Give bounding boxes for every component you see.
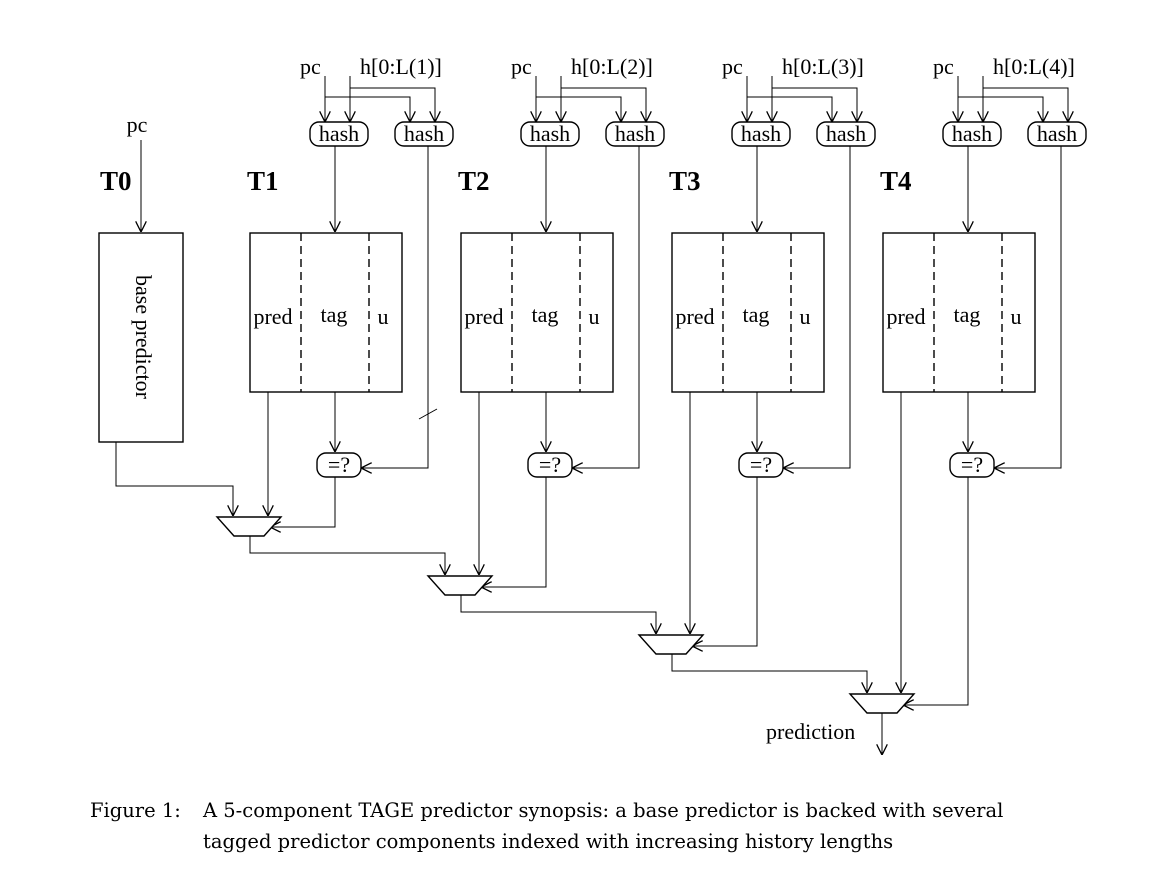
component-t1: T1 pc h[0:L(1)] hash hash pred tag u =? (215, 54, 454, 575)
t2-u-field: u (589, 304, 600, 329)
t3-history-label: h[0:L(3)] (782, 54, 864, 79)
t4-index-hash-label: hash (952, 121, 992, 146)
t3-comparator (738, 452, 784, 478)
t2-comparator (527, 452, 573, 478)
t1-mux-out-wire (249, 536, 445, 575)
t4-u-field: u (1011, 304, 1022, 329)
t4-pred-field: pred (886, 304, 925, 329)
t4-hist-branch (983, 87, 1068, 122)
t3-tag-hash-wire (783, 146, 851, 468)
t3-u-field: u (800, 304, 811, 329)
t2-history-label: h[0:L(2)] (571, 54, 653, 79)
component-title-t4: T4 (880, 166, 912, 196)
t2-comparator-label: =? (539, 452, 561, 477)
t2-hit-wire (481, 477, 547, 587)
t2-index-hash (520, 121, 580, 147)
t0-output-wire (115, 442, 233, 516)
caption-line-2: tagged predictor components indexed with… (203, 830, 893, 853)
t3-comparator-label: =? (750, 452, 772, 477)
component-title-t0: T0 (100, 166, 132, 196)
t3-mux (637, 634, 705, 655)
component-title-t1: T1 (247, 166, 279, 196)
t2-table (460, 232, 614, 393)
t1-bus-mark (418, 408, 438, 420)
t4-comparator-label: =? (961, 452, 983, 477)
figure-caption: Figure 1: A 5-component TAGE predictor s… (90, 799, 1003, 853)
t2-pc-label: pc (511, 54, 532, 79)
t4-tag-field: tag (954, 302, 981, 327)
t1-hist-branch (350, 87, 435, 122)
component-title-t2: T2 (458, 166, 490, 196)
t3-pred-field: pred (675, 304, 714, 329)
t1-pc-label: pc (300, 54, 321, 79)
base-predictor-label: base predictor (131, 275, 156, 400)
t1-u-field: u (378, 304, 389, 329)
t2-tag-hash-label: hash (615, 121, 655, 146)
t2-tag-hash (605, 121, 665, 147)
t1-mux (215, 516, 283, 537)
t4-comparator (949, 452, 995, 478)
component-t3: T3 pc h[0:L(3)] hash hash pred tag u =? (637, 54, 876, 693)
t4-pc-branch (958, 96, 1043, 122)
t2-index-hash-label: hash (530, 121, 570, 146)
base-component: T0 pc base predictor (98, 112, 233, 516)
t4-tag-hash-wire (994, 146, 1062, 468)
t2-mux-out-wire (460, 595, 656, 634)
t1-pred-field: pred (253, 304, 292, 329)
t1-table (249, 232, 403, 393)
t1-index-hash (309, 121, 369, 147)
t1-index-hash-label: hash (319, 121, 359, 146)
caption-label: Figure 1: (90, 799, 181, 822)
t2-tag-hash-wire (572, 146, 640, 468)
t1-comparator-label: =? (328, 452, 350, 477)
t4-table (882, 232, 1036, 393)
t1-pc-branch (325, 96, 410, 122)
t4-index-hash (942, 121, 1002, 147)
t3-tag-hash (816, 121, 876, 147)
t1-hit-wire (270, 477, 336, 527)
t2-pc-branch (536, 96, 621, 122)
caption-line-1: A 5-component TAGE predictor synopsis: a… (202, 799, 1003, 822)
t4-hit-wire (903, 477, 969, 705)
t4-pc-label: pc (933, 54, 954, 79)
t3-tag-field: tag (743, 302, 770, 327)
t2-pred-field: pred (464, 304, 503, 329)
t3-tag-hash-label: hash (826, 121, 866, 146)
t3-hit-wire (692, 477, 758, 646)
t3-mux-out-wire (671, 654, 867, 693)
t1-comparator (316, 452, 362, 478)
t0-pc-label: pc (127, 112, 148, 137)
t3-pc-label: pc (722, 54, 743, 79)
t3-table (671, 232, 825, 393)
t1-tag-hash-wire (361, 146, 429, 468)
component-t2: T2 pc h[0:L(2)] hash hash pred tag u =? (426, 54, 665, 634)
t1-tag-field: tag (321, 302, 348, 327)
component-title-t3: T3 (669, 166, 701, 196)
t4-tag-hash-label: hash (1037, 121, 1077, 146)
t3-hist-branch (772, 87, 857, 122)
t3-index-hash (731, 121, 791, 147)
t4-mux (848, 693, 916, 714)
t2-tag-field: tag (532, 302, 559, 327)
t1-tag-hash (394, 121, 454, 147)
t1-tag-hash-label: hash (404, 121, 444, 146)
t3-index-hash-label: hash (741, 121, 781, 146)
t4-tag-hash (1027, 121, 1087, 147)
prediction-label: prediction (766, 719, 855, 744)
base-predictor-box (98, 232, 184, 443)
component-t4: T4 pc h[0:L(4)] hash hash pred tag u =? (848, 54, 1087, 714)
t3-pc-branch (747, 96, 832, 122)
t2-mux (426, 575, 494, 596)
t1-history-label: h[0:L(1)] (360, 54, 442, 79)
t4-history-label: h[0:L(4)] (993, 54, 1075, 79)
t2-hist-branch (561, 87, 646, 122)
